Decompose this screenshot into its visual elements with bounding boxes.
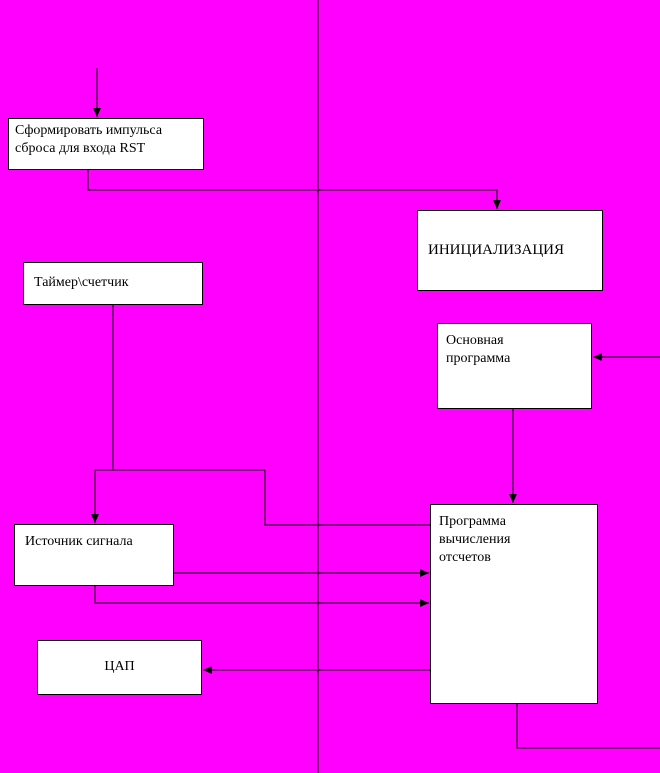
box-sample-calculation-program: Программа вычисления отсчетов bbox=[430, 504, 598, 704]
box-dac-label: ЦАП bbox=[104, 659, 135, 675]
box-dac: ЦАП bbox=[37, 640, 202, 695]
box-initialization-label: ИНИЦИАЛИЗАЦИЯ bbox=[428, 241, 565, 258]
box-rst-label: Сформировать импульса сброса для входа R… bbox=[15, 123, 163, 157]
box-signal-source: Источник сигнала bbox=[14, 524, 174, 586]
box-initialization: ИНИЦИАЛИЗАЦИЯ bbox=[417, 210, 603, 291]
connector-calc-output bbox=[516, 704, 660, 749]
connector-rst-to-init bbox=[87, 170, 501, 209]
box-sample-calculation-program-label: Программа вычисления отсчетов bbox=[439, 514, 511, 566]
box-main-program: Основная программа bbox=[437, 323, 592, 409]
box-timer-counter: Таймер\счетчик bbox=[23, 262, 203, 305]
box-main-program-label: Основная программа bbox=[446, 333, 511, 367]
box-timer-counter-label: Таймер\счетчик bbox=[34, 275, 129, 291]
box-rst-pulse: Сформировать импульса сброса для входа R… bbox=[8, 118, 204, 170]
arrow-source-bottom-to-calc bbox=[94, 586, 429, 607]
connector-branch-to-calc bbox=[264, 470, 430, 526]
box-signal-source-label: Источник сигнала bbox=[25, 534, 133, 549]
